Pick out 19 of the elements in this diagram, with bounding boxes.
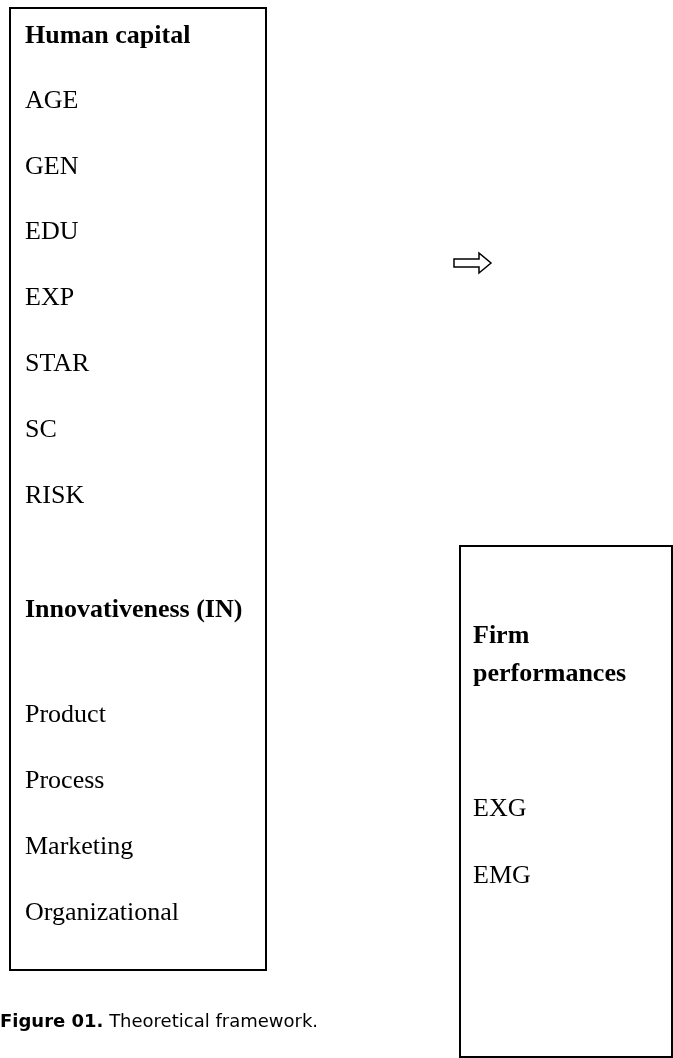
variable-label: RISK — [25, 479, 85, 511]
variable-label: EXP — [25, 281, 75, 313]
variable-box — [9, 7, 267, 971]
variable-label: Product — [25, 698, 106, 730]
group-heading: Firm performances — [473, 619, 628, 689]
group-heading: Human capital — [25, 19, 192, 51]
variable-label: EMG — [473, 859, 531, 891]
variable-box — [459, 545, 673, 1058]
figure-caption: Figure 01. Theoretical framework. — [0, 1010, 319, 1031]
variable-label: AGE — [25, 84, 79, 116]
variable-label: EDU — [25, 215, 79, 247]
variable-label: SC — [25, 413, 57, 445]
group-heading: Innovativeness (IN) — [25, 593, 244, 625]
variable-label: EXG — [473, 792, 527, 824]
variable-label: Marketing — [25, 830, 134, 862]
variable-label: Process — [25, 764, 105, 796]
variable-label: STAR — [25, 347, 90, 379]
variable-label: GEN — [25, 150, 79, 182]
variable-label: Organizational — [25, 896, 180, 928]
